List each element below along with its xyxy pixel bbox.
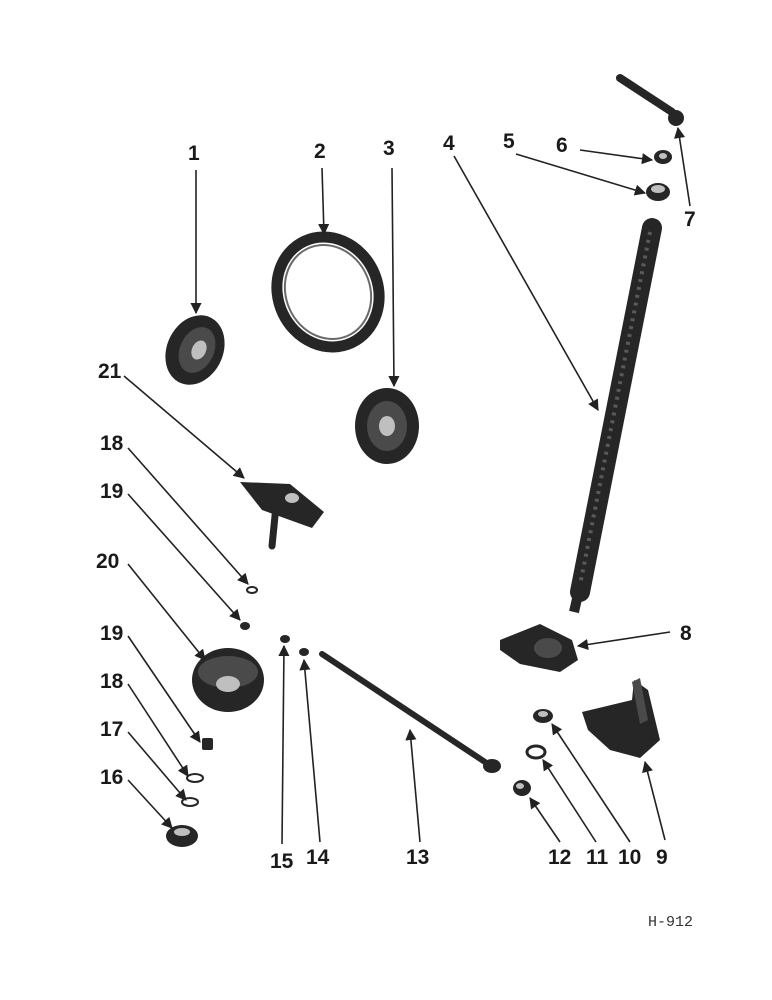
callout-15: 15 bbox=[270, 850, 294, 873]
part-14-nut bbox=[299, 648, 309, 656]
part-8-housing bbox=[500, 624, 578, 672]
callout-21: 21 bbox=[98, 360, 122, 383]
callout-18-upper: 18 bbox=[100, 432, 124, 455]
callout-18-lower: 18 bbox=[100, 670, 124, 693]
part-7-lever bbox=[616, 74, 684, 126]
part-6-nut bbox=[654, 150, 672, 164]
part-20-pulley bbox=[192, 648, 264, 712]
callout-20: 20 bbox=[96, 550, 119, 573]
callout-16: 16 bbox=[100, 766, 123, 789]
callout-4: 4 bbox=[443, 132, 455, 155]
part-15-washer bbox=[280, 635, 290, 643]
callout-9: 9 bbox=[656, 846, 668, 869]
callout-19-lower: 19 bbox=[100, 622, 123, 645]
part-3-disc bbox=[355, 388, 419, 464]
part-21-fork bbox=[240, 482, 324, 550]
part-18-washer-upper bbox=[246, 586, 258, 594]
part-5-collar bbox=[646, 183, 670, 201]
part-17-clip bbox=[181, 797, 199, 807]
part-2-ring bbox=[271, 231, 385, 353]
part-11-washer bbox=[525, 744, 547, 760]
part-10-nut bbox=[533, 709, 553, 723]
part-4-shaft bbox=[569, 218, 662, 614]
part-1-pulley bbox=[165, 315, 225, 385]
leader-lines bbox=[123, 126, 691, 845]
callout-14: 14 bbox=[306, 846, 330, 869]
callout-19-upper: 19 bbox=[100, 480, 123, 503]
callout-12: 12 bbox=[548, 846, 571, 869]
callout-17: 17 bbox=[100, 718, 123, 741]
callout-13: 13 bbox=[406, 846, 429, 869]
callout-3: 3 bbox=[383, 137, 395, 160]
callout-11: 11 bbox=[586, 846, 609, 869]
callout-8: 8 bbox=[680, 622, 692, 645]
callout-6: 6 bbox=[556, 134, 568, 157]
drawing-code: H-912 bbox=[648, 914, 693, 931]
callout-7: 7 bbox=[684, 208, 696, 231]
part-19-nut-upper bbox=[240, 622, 250, 630]
part-9-bracket bbox=[582, 678, 660, 758]
part-19-nut-lower bbox=[202, 738, 213, 750]
callout-1: 1 bbox=[188, 142, 200, 165]
part-13-rod bbox=[319, 651, 501, 773]
callout-labels: 1 2 3 4 5 6 7 8 9 10 11 12 13 14 15 16 1… bbox=[96, 130, 696, 873]
callout-2: 2 bbox=[314, 140, 326, 163]
callout-10: 10 bbox=[618, 846, 641, 869]
part-18-washer-lower bbox=[186, 773, 204, 783]
part-16-cap bbox=[166, 825, 198, 847]
part-12-fitting bbox=[513, 780, 531, 796]
callout-5: 5 bbox=[503, 130, 515, 153]
